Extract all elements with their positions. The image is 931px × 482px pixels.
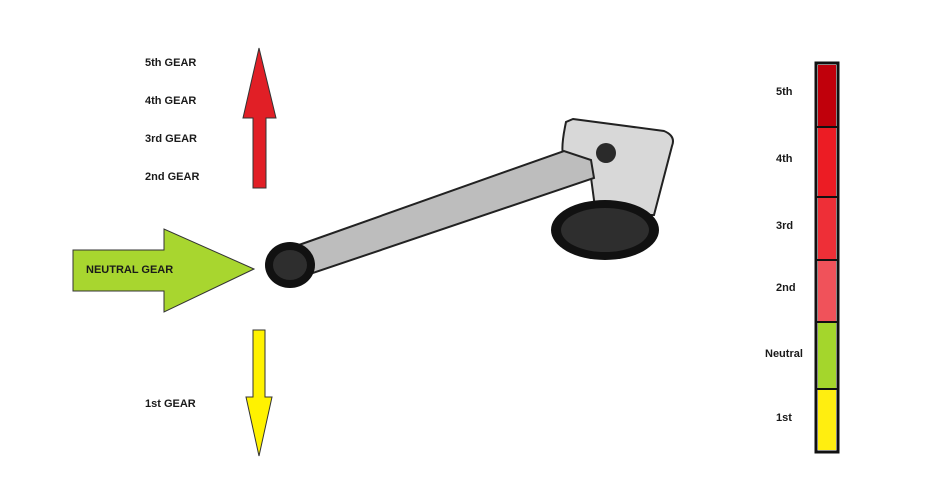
lever-base-disc-inner — [561, 208, 649, 252]
gear-knob-inner — [273, 250, 307, 280]
scale-label-4th: 4th — [776, 153, 793, 165]
scale-bar-outline — [814, 61, 840, 454]
scale-label-5th: 5th — [776, 86, 793, 98]
gear-scale-bar — [814, 61, 840, 454]
label-3rd-gear: 3rd GEAR — [145, 133, 197, 145]
label-2nd-gear: 2nd GEAR — [145, 171, 200, 183]
label-1st-gear: 1st GEAR — [145, 398, 196, 410]
scale-segment-1st — [818, 389, 836, 450]
scale-segment-4th — [818, 127, 836, 197]
scale-segment-2nd — [818, 260, 836, 322]
scale-label-neutral: Neutral — [765, 348, 803, 360]
lever-rod — [294, 149, 596, 278]
downshift-arrow — [245, 329, 273, 457]
pivot-pin — [596, 143, 616, 163]
scale-segment-5th — [818, 65, 836, 127]
label-5th-gear: 5th GEAR — [145, 57, 197, 69]
label-neutral-gear: NEUTRAL GEAR — [86, 264, 174, 276]
neutral-arrow — [72, 228, 256, 313]
scale-label-1st: 1st — [776, 412, 792, 424]
scale-label-2nd: 2nd — [776, 282, 796, 294]
upshift-arrow — [242, 47, 277, 189]
scale-segment-neutral — [818, 322, 836, 389]
label-4th-gear: 4th GEAR — [145, 95, 197, 107]
scale-label-3rd: 3rd — [776, 220, 794, 232]
scale-segment-3rd — [818, 197, 836, 260]
